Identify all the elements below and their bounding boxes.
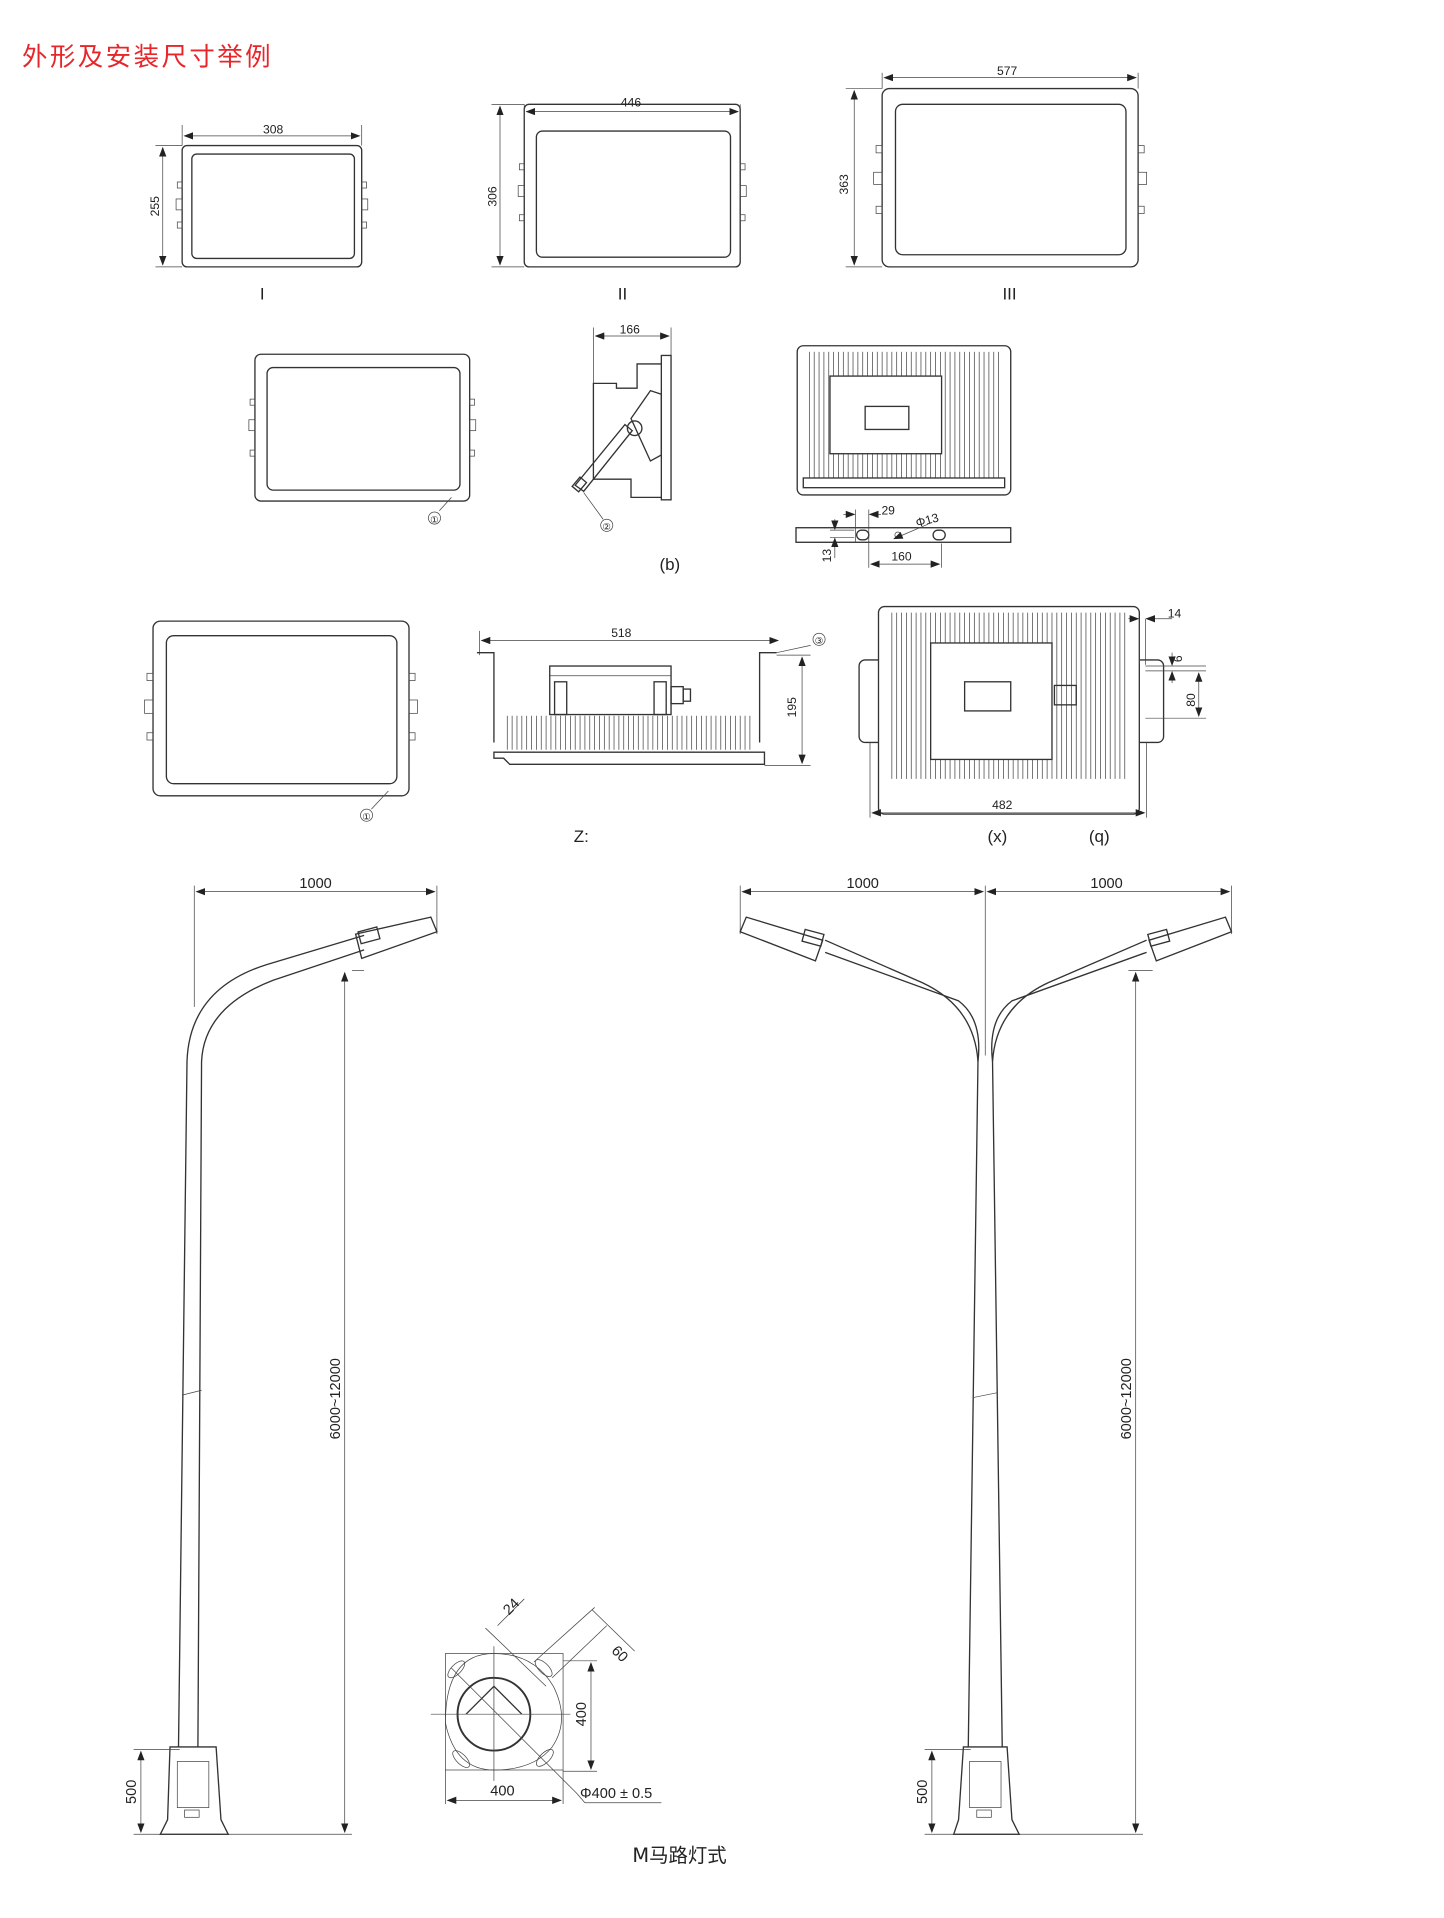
dim-width: 577 bbox=[997, 64, 1017, 78]
lamp-front-z: ① bbox=[144, 620, 418, 823]
dim-base: 500 bbox=[915, 1780, 931, 1804]
figure-caption: M马路灯式 bbox=[632, 1844, 726, 1867]
dim-width: 518 bbox=[611, 626, 631, 640]
dim-base: 500 bbox=[124, 1780, 140, 1804]
lamp-type-ii: 446 306 II bbox=[485, 96, 747, 304]
double-arm-pole: 1000 1000 500 6000~12000 bbox=[739, 876, 1233, 1835]
dim-slot: 9 bbox=[1170, 655, 1184, 662]
dim-width: 308 bbox=[263, 122, 283, 136]
part-marker: ① bbox=[362, 812, 371, 823]
view-label: I bbox=[260, 285, 265, 304]
part-marker: ③ bbox=[815, 636, 824, 647]
dim-depth: 166 bbox=[620, 323, 640, 337]
dim-diameter: Φ400 ± 0.5 bbox=[580, 1786, 652, 1802]
page-title: 外形及安装尺寸举例 bbox=[22, 43, 273, 73]
dim-bolt: 60 bbox=[608, 1643, 631, 1666]
dim-height: 306 bbox=[485, 186, 499, 206]
lamp-side-b: 166 ② (b) bbox=[571, 323, 680, 574]
view-label: III bbox=[1002, 285, 1016, 304]
lamp-back-xq: 14 9 80 482 (x) (q) bbox=[858, 605, 1207, 846]
view-label: (b) bbox=[659, 555, 680, 574]
lamp-front-b: ① bbox=[248, 353, 477, 526]
dim-spacing: 80 bbox=[1184, 693, 1198, 707]
dim-edge: 13 bbox=[820, 549, 834, 563]
dim-hole: Φ13 bbox=[914, 510, 940, 530]
view-label: Z: bbox=[574, 827, 589, 846]
single-arm-pole: 1000 500 6000~12000 bbox=[124, 876, 438, 1835]
lamp-type-i: 308 255 I bbox=[148, 122, 369, 304]
dim-arm-right: 1000 bbox=[1090, 876, 1122, 892]
dim-side-h: 400 bbox=[490, 1783, 514, 1799]
part-marker: ① bbox=[430, 515, 439, 526]
view-label-q: (q) bbox=[1089, 827, 1110, 846]
dim-width: 446 bbox=[621, 96, 641, 110]
dim-height: 195 bbox=[785, 697, 799, 717]
dim-side-v: 400 bbox=[574, 1702, 590, 1726]
dim-offset: 14 bbox=[1168, 606, 1182, 620]
dim-height: 6000~12000 bbox=[1119, 1358, 1135, 1439]
dim-arm-left: 1000 bbox=[847, 876, 879, 892]
lamp-back-b: 29 Φ13 13 160 bbox=[795, 345, 1012, 568]
dim-height: 363 bbox=[837, 174, 851, 194]
base-plate: 24 60 400 400 Φ400 ± 0.5 bbox=[430, 1596, 662, 1804]
heatsink-fins bbox=[506, 715, 751, 750]
dim-slot: 29 bbox=[881, 503, 895, 517]
part-marker: ② bbox=[602, 522, 611, 533]
dim-arm: 1000 bbox=[299, 876, 331, 892]
view-label-x: (x) bbox=[987, 827, 1007, 846]
dim-slot: 24 bbox=[500, 1596, 523, 1619]
dim-height: 255 bbox=[148, 196, 162, 216]
lamp-side-z: 518 ③ 195 Z: bbox=[476, 626, 826, 846]
dim-width: 482 bbox=[992, 798, 1012, 812]
heatsink-fins bbox=[808, 351, 999, 478]
lamp-type-iii: 577 363 III bbox=[837, 64, 1147, 304]
dim-spacing: 160 bbox=[891, 549, 911, 563]
dim-height: 6000~12000 bbox=[328, 1358, 344, 1439]
view-label: II bbox=[618, 285, 627, 304]
